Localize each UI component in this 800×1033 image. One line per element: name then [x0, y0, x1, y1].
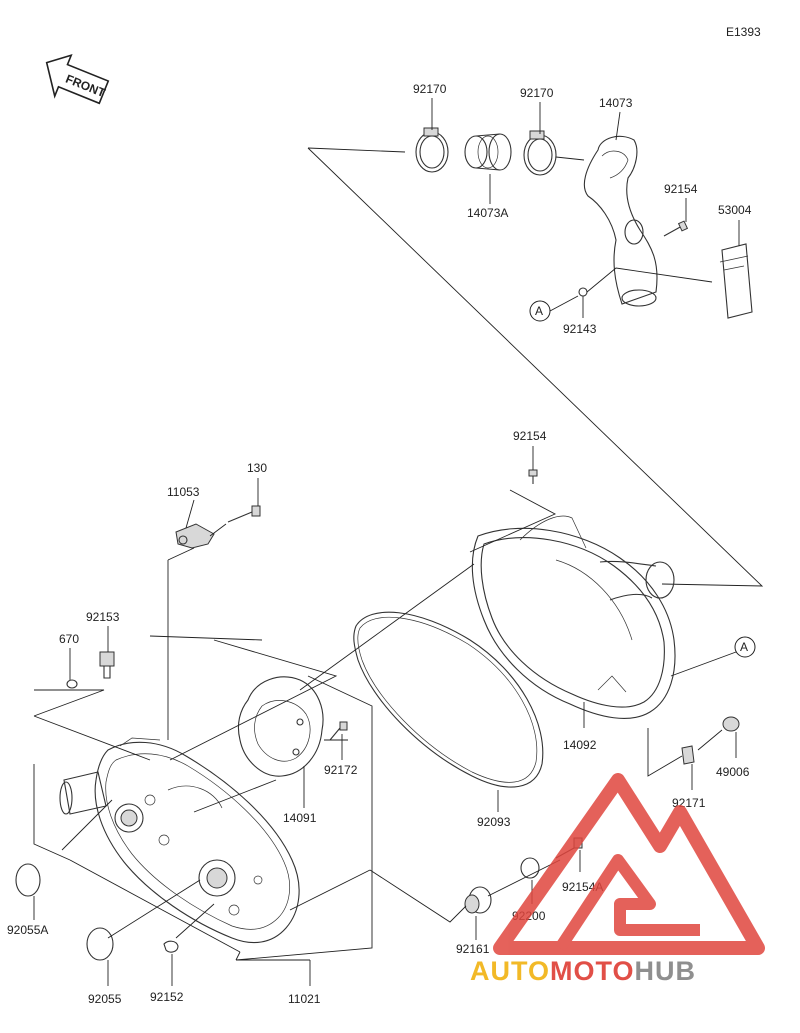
part-label: 14091 — [283, 811, 317, 825]
ref-marker-a-top: A — [529, 300, 551, 322]
watermark-logo-icon — [493, 773, 765, 955]
hose-clamp-right — [523, 130, 557, 176]
cover-gasket-92093 — [353, 611, 544, 812]
ref-marker-a-right: A — [734, 636, 756, 658]
caution-label — [719, 243, 753, 319]
part-label: 92170 — [413, 82, 447, 96]
duct-collar — [464, 133, 512, 171]
part-label: 11053 — [167, 485, 200, 499]
screw-92154-top — [663, 220, 689, 237]
part-label: 92161 — [456, 942, 490, 956]
part-label: 92055 — [88, 992, 122, 1006]
hose-clamp-left — [415, 127, 449, 173]
part-label: 14092 — [563, 738, 597, 752]
bracket-11053 — [175, 499, 215, 549]
watermark-brand: AUTOMOTOHUB — [470, 956, 696, 986]
part-labels: 92170 92170 14073 14073A 92154 53004 921… — [7, 82, 752, 1006]
part-label: 53004 — [718, 203, 752, 217]
svg-text:A: A — [740, 640, 748, 654]
bolt-130 — [209, 478, 261, 537]
part-label: 92153 — [86, 610, 120, 624]
part-label: 92154 — [513, 429, 547, 443]
oring-92055 — [86, 927, 114, 986]
svg-text:A: A — [535, 304, 543, 318]
part-label: 14073 — [599, 96, 633, 110]
cap-49006 — [722, 716, 740, 758]
svg-text:AUTOMOTOHUB: AUTOMOTOHUB — [470, 956, 696, 986]
screw-92172 — [329, 721, 348, 760]
part-label: 92093 — [477, 815, 511, 829]
watermark-part-auto: AUTO — [470, 956, 550, 986]
plug-92152 — [163, 940, 179, 986]
part-label: 11021 — [288, 992, 321, 1006]
grommet-92171 — [647, 728, 723, 790]
heat-plate-14091 — [237, 676, 324, 808]
watermark-part-hub: HUB — [635, 956, 697, 986]
part-label: 92172 — [324, 763, 358, 777]
outer-cover-14092 — [471, 515, 737, 728]
part-label: 14073A — [467, 206, 508, 220]
part-label: 92055A — [7, 923, 48, 937]
front-arrow-icon: FRONT — [45, 54, 110, 105]
watermark-part-moto: MOTO — [550, 956, 635, 986]
bushing-92161 — [464, 886, 492, 940]
intake-duct-group — [307, 98, 764, 587]
part-label: 92154 — [664, 182, 698, 196]
washer-92143 — [578, 287, 588, 297]
intake-duct — [583, 135, 658, 307]
part-label: 49006 — [716, 765, 750, 779]
part-label: 92143 — [563, 322, 597, 336]
part-label: 92152 — [150, 990, 184, 1004]
oring-670 — [66, 648, 78, 689]
part-label: 670 — [59, 632, 79, 646]
oring-92055a — [15, 863, 41, 920]
diagram-code: E1393 — [726, 25, 761, 39]
part-label: 92170 — [520, 86, 554, 100]
screw-92154-middle — [469, 446, 557, 553]
bolt-92153 — [99, 626, 115, 679]
inner-cover-11021 — [59, 737, 300, 944]
part-label: 130 — [247, 461, 267, 475]
assembly-leaders — [33, 547, 475, 986]
